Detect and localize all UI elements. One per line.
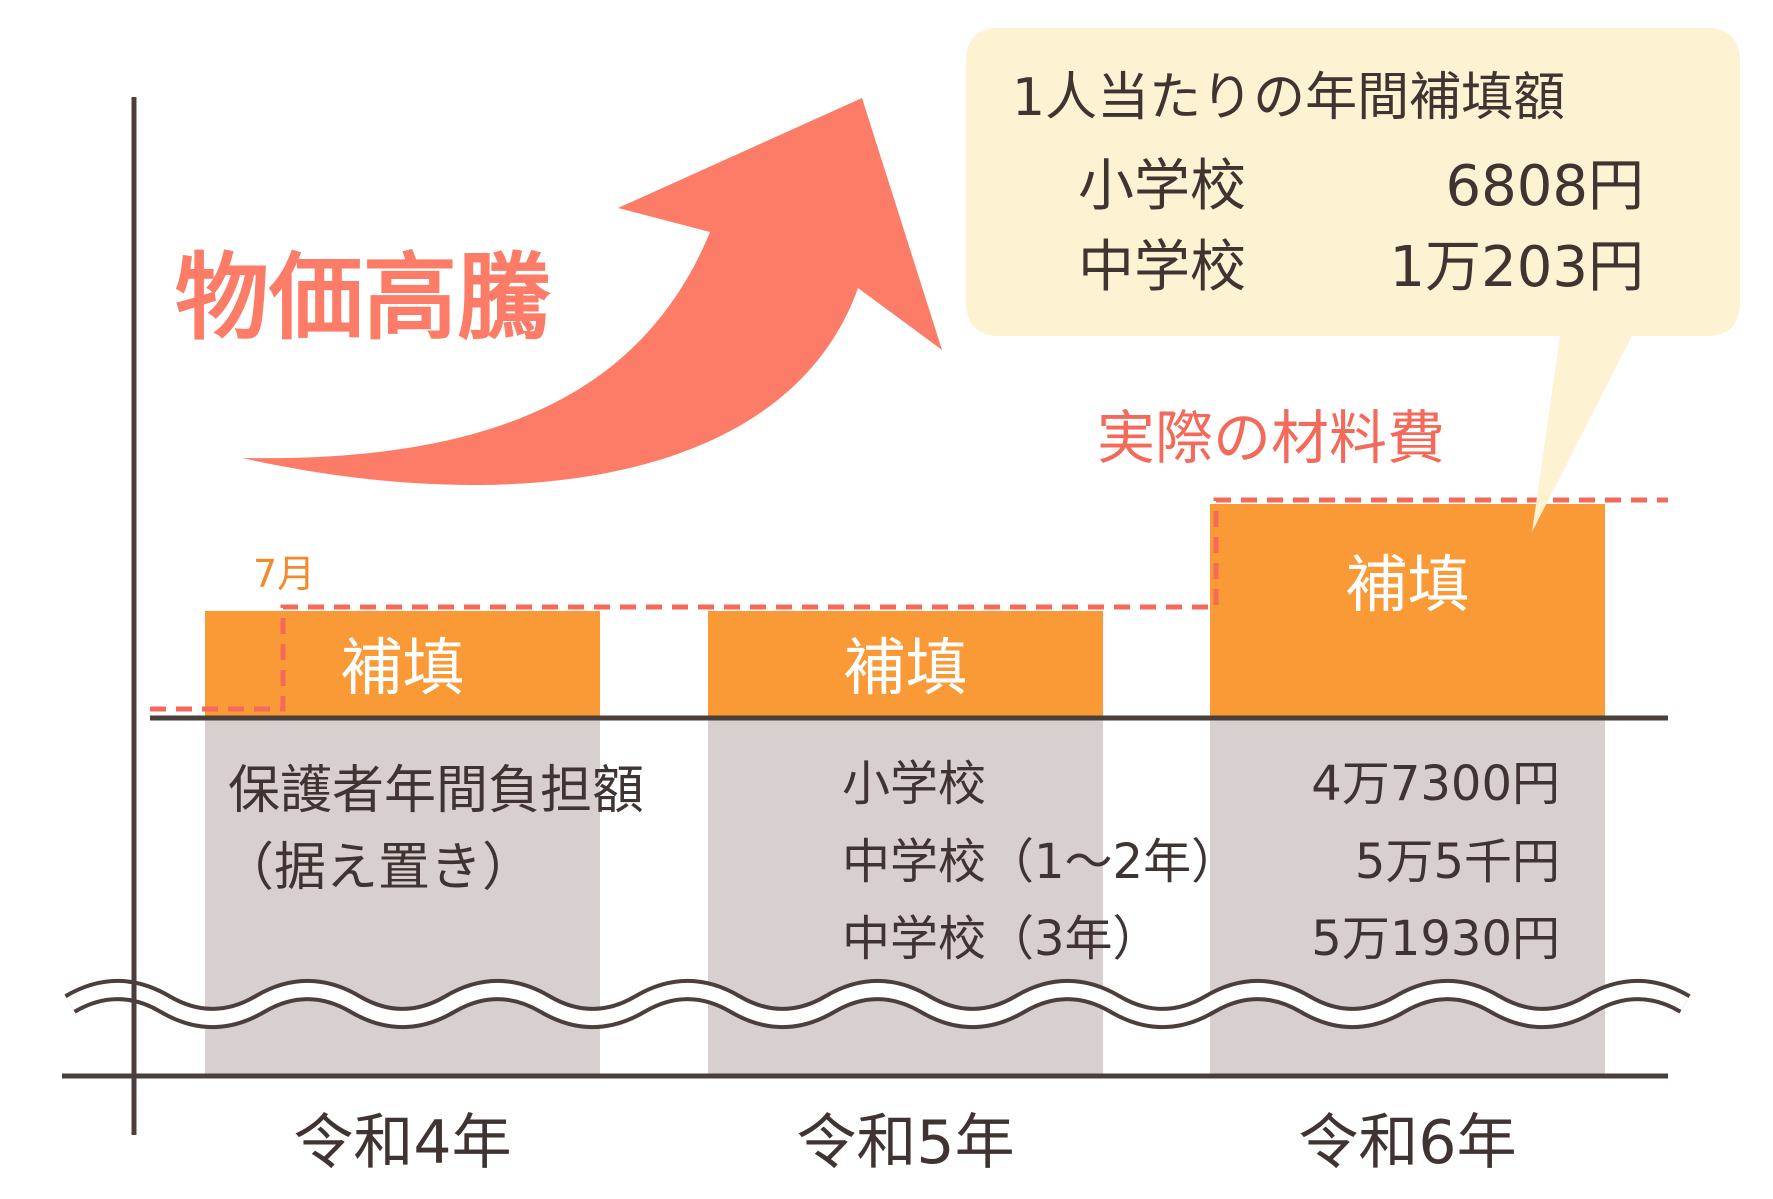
category-label: 令和5年 — [796, 1108, 1014, 1178]
parent-amount-label: 中学校（3年） — [842, 911, 1161, 967]
subsidy-bars — [205, 504, 1605, 718]
parent-amount-label: 小学校 — [842, 756, 986, 812]
subsidy-bar-label: 補填 — [843, 631, 967, 704]
parent-share-note: （据え置き） — [222, 838, 534, 898]
parent-amount-value: 4万7300円 — [1311, 756, 1560, 812]
parent-amount-label: 中学校（1～2年） — [842, 834, 1239, 890]
parent-amount-value: 5万5千円 — [1355, 834, 1560, 890]
subsidy-bar — [1210, 504, 1605, 718]
parent-share-columns — [205, 718, 1605, 1074]
bubble-title: 1人当たりの年間補填額 — [1012, 68, 1565, 128]
bar-labels: 補填補填補填 — [340, 548, 1469, 704]
parent-amount-value: 5万1930円 — [1311, 911, 1560, 967]
bubble-row-junior-label: 中学校 — [1078, 235, 1246, 300]
headline: 物価高騰 — [175, 244, 551, 353]
bubble-row-elementary-label: 小学校 — [1078, 154, 1246, 219]
subsidy-bar-label: 補填 — [1345, 548, 1469, 621]
subsidy-bar-label: 補填 — [340, 631, 464, 704]
axis-break-wave-inner — [66, 983, 1689, 1025]
category-label: 令和6年 — [1298, 1108, 1516, 1178]
rising-arrow-icon — [242, 98, 942, 485]
bubble-row-elementary-value: 6808円 — [1445, 154, 1644, 219]
subsidy-bar — [708, 611, 1103, 718]
actual-cost-line — [150, 497, 1668, 712]
category-label: 令和4年 — [293, 1108, 511, 1178]
label-july: 7月 — [253, 552, 315, 596]
label-actual-cost: 実際の材料費 — [1097, 404, 1445, 472]
bubble-row-junior-value: 1万203円 — [1389, 235, 1644, 300]
subsidy-bar — [205, 611, 600, 718]
parent-share-title: 保護者年間負担額 — [228, 761, 644, 821]
speech-bubble — [966, 28, 1740, 532]
category-labels: 令和4年 令和5年 令和6年 — [293, 1108, 1516, 1178]
